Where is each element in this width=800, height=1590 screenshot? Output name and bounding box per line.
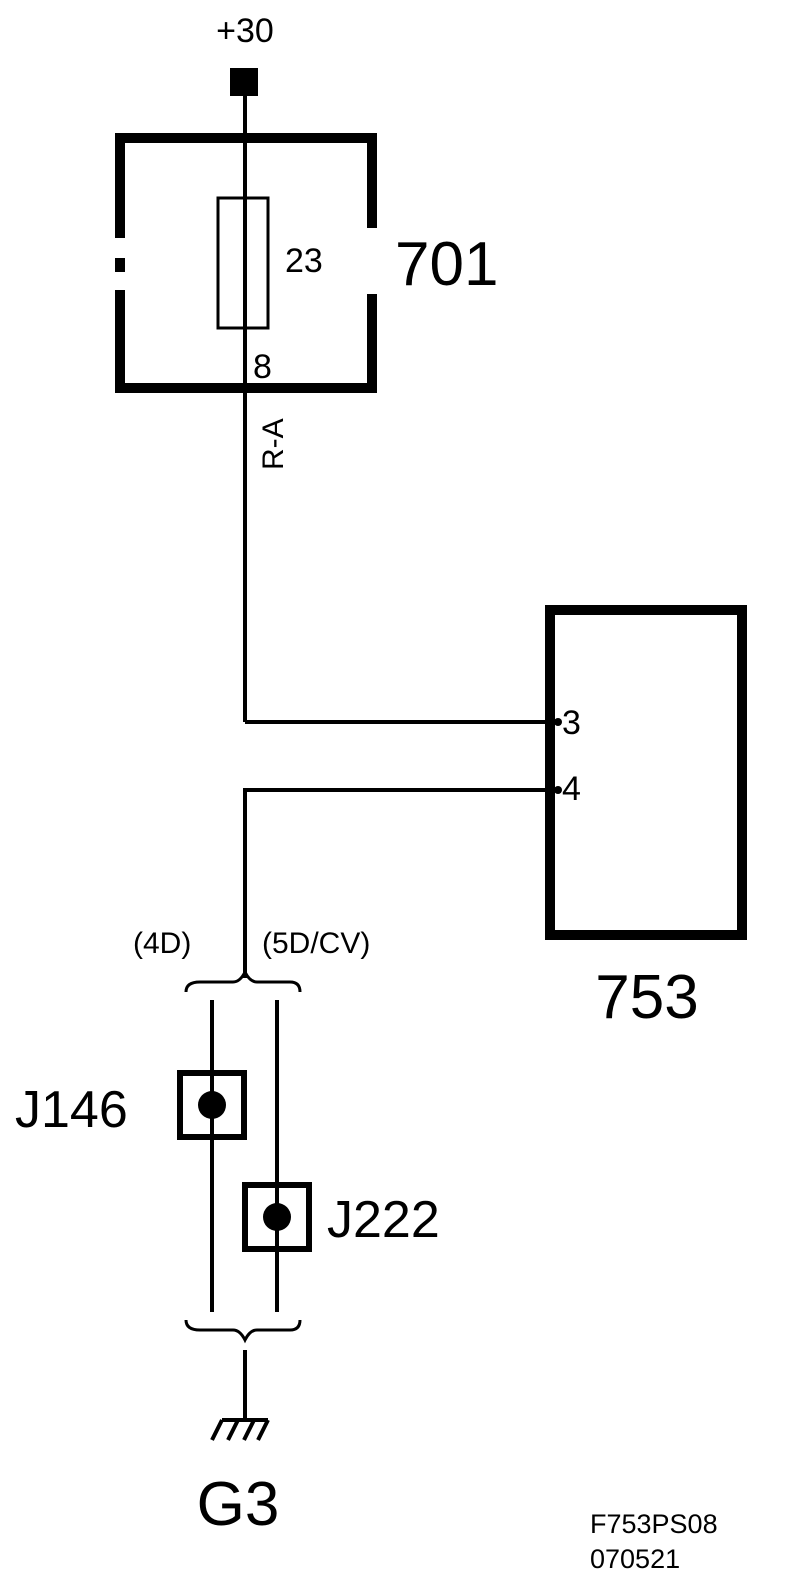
- fuse-box-pin: 8: [253, 348, 272, 386]
- unit-pin-4: 4: [562, 770, 581, 808]
- fuse-number: 23: [285, 242, 323, 280]
- unit-label: 753: [595, 963, 698, 1032]
- drawing-code: F753PS08: [590, 1509, 718, 1539]
- pin-4-junction: [554, 786, 562, 794]
- supply-label: +30: [216, 12, 274, 50]
- connector-j222-dot: [263, 1203, 291, 1231]
- ground-label: G3: [197, 1470, 280, 1539]
- drawing-date: 070521: [590, 1544, 680, 1574]
- unit-pin-3: 3: [562, 704, 581, 742]
- variant-left-label: (4D): [133, 927, 191, 960]
- connector-j146-dot: [198, 1091, 226, 1119]
- variant-right-label: (5D/CV): [262, 927, 370, 960]
- fuse-box: [115, 133, 377, 393]
- supply-terminal: [230, 68, 258, 96]
- wire-pin-4: [243, 788, 558, 978]
- connector-j222-label: J222: [327, 1191, 440, 1249]
- wire-color-code: R-A: [257, 418, 290, 470]
- connector-j146-label: J146: [15, 1081, 128, 1139]
- fuse-box-label: 701: [395, 230, 498, 299]
- variant-brace-bottom: [184, 1319, 302, 1344]
- unit-box: [545, 605, 747, 940]
- ground-icon: [210, 1418, 270, 1441]
- variant-brace-top: [184, 968, 302, 993]
- pin-3-junction: [554, 718, 562, 726]
